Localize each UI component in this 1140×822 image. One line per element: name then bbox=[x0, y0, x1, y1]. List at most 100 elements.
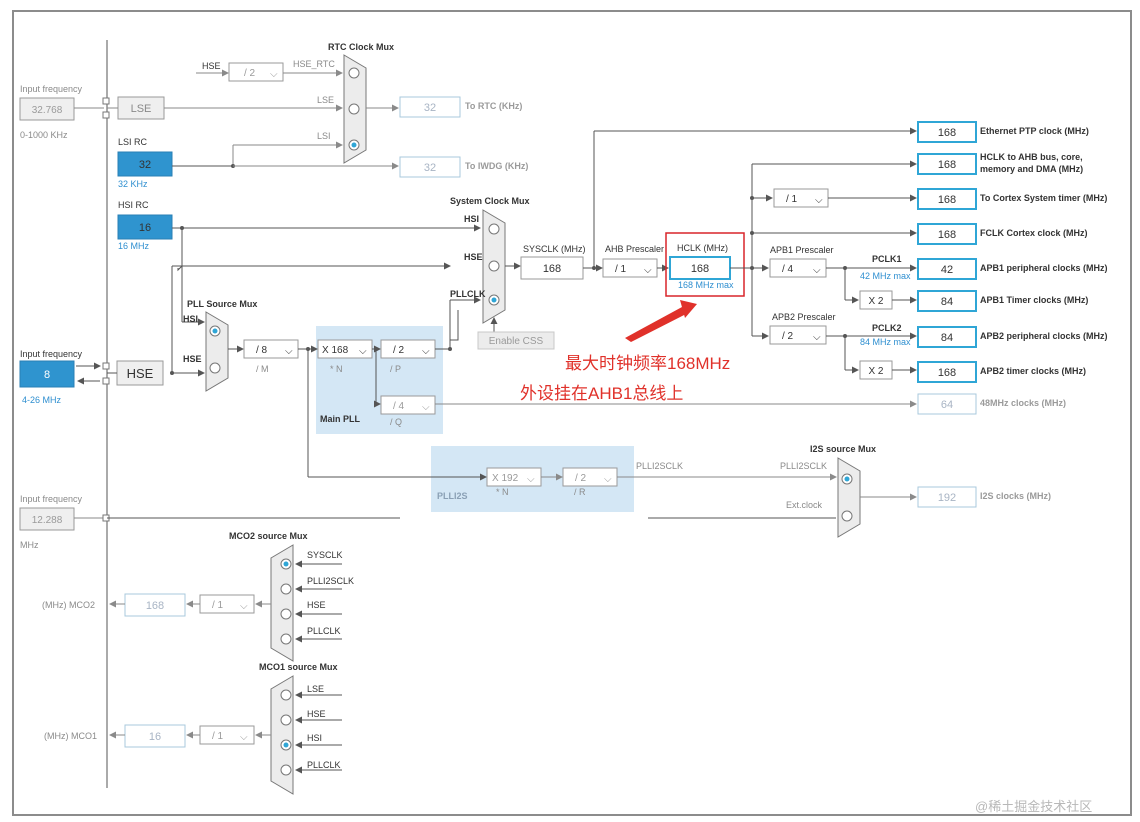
chevron-down-icon: ⌵ bbox=[422, 402, 430, 413]
pll-source-mux[interactable] bbox=[205, 311, 229, 392]
apb2-prescaler-label: APB2 Prescaler bbox=[772, 312, 836, 322]
mco1-pllclk-radio[interactable] bbox=[280, 764, 292, 776]
pll-n-value: X 168 bbox=[322, 345, 349, 356]
pclk2-label: PCLK2 bbox=[872, 323, 902, 333]
i2s-input-box[interactable] bbox=[19, 507, 75, 531]
i2s-mux-plli2sclk-label: PLLI2SCLK bbox=[780, 461, 827, 471]
output-label: APB1 peripheral clocks (MHz) bbox=[980, 263, 1108, 273]
chevron-down-icon: ⌵ bbox=[270, 69, 278, 80]
system-mux-hse-label: HSE bbox=[464, 252, 483, 262]
chevron-down-icon: ⌵ bbox=[422, 346, 430, 357]
apb1-peripheral-clock-box[interactable] bbox=[917, 258, 977, 280]
output-label: HCLK to AHB bus, core, bbox=[980, 152, 1083, 162]
lse-input-box[interactable] bbox=[19, 97, 75, 121]
mco2-divider-value: / 1 bbox=[212, 600, 224, 611]
system-mux-hse-radio[interactable] bbox=[488, 260, 500, 272]
chevron-down-icon: ⌵ bbox=[240, 601, 248, 612]
i2s-mux-ext-radio[interactable] bbox=[841, 510, 853, 522]
ahb-prescaler-label: AHB Prescaler bbox=[605, 244, 664, 254]
mco2-hse-radio[interactable] bbox=[280, 608, 292, 620]
apb1-timer-clock-box[interactable] bbox=[917, 290, 977, 312]
hclk-max: 168 MHz max bbox=[678, 280, 734, 290]
plli2s-r-value: / 2 bbox=[575, 473, 587, 484]
sysclk-label: SYSCLK (MHz) bbox=[523, 244, 586, 254]
rtc-output-box[interactable] bbox=[399, 96, 461, 118]
mco1-lse-radio[interactable] bbox=[280, 689, 292, 701]
watermark: @稀土掘金技术社区 bbox=[975, 799, 1092, 814]
rtc-output-label: To RTC (KHz) bbox=[465, 101, 522, 111]
pll-source-mux-title: PLL Source Mux bbox=[187, 299, 257, 309]
apb2-timer-clock-box[interactable] bbox=[917, 361, 977, 383]
lsi-rc-box[interactable] bbox=[117, 151, 173, 177]
i2s-mux-ext-label: Ext.clock bbox=[786, 500, 823, 510]
output-value: 168 bbox=[938, 367, 956, 379]
hclk-highlight-box bbox=[665, 232, 745, 297]
cortex-timer-div-value: / 1 bbox=[786, 194, 798, 205]
hsi-rc-title: HSI RC bbox=[118, 200, 149, 210]
mco2-input-sysclk: SYSCLK bbox=[307, 550, 343, 560]
mco1-output-box[interactable] bbox=[124, 724, 186, 748]
iwdg-output-box[interactable] bbox=[399, 156, 461, 178]
output-value: 84 bbox=[941, 296, 953, 308]
i2s-input-label: Input frequency bbox=[20, 494, 83, 504]
enable-css-button[interactable] bbox=[477, 331, 555, 350]
ethernet-ptp-clock-box[interactable] bbox=[917, 121, 977, 143]
iwdg-output-label: To IWDG (KHz) bbox=[465, 161, 528, 171]
mco2-source-mux[interactable] bbox=[270, 544, 294, 662]
annotation-arrow-icon bbox=[625, 307, 690, 342]
iwdg-output-value: 32 bbox=[424, 162, 436, 174]
apb1-timer-mult-value: X 2 bbox=[868, 296, 883, 307]
mco1-hse-radio[interactable] bbox=[280, 714, 292, 726]
hse-connector-bottom bbox=[102, 377, 110, 385]
lse-input-value: 32.768 bbox=[32, 105, 63, 116]
rtc-mux-hse-radio[interactable] bbox=[348, 67, 360, 79]
system-mux-hsi-radio[interactable] bbox=[488, 223, 500, 235]
mco1-source-mux[interactable] bbox=[270, 675, 294, 795]
rtc-mux-lse-radio[interactable] bbox=[348, 103, 360, 115]
output-value: 168 bbox=[938, 229, 956, 241]
i2s-source-mux[interactable] bbox=[837, 457, 861, 538]
mco1-input-hsi: HSI bbox=[307, 733, 322, 743]
apb2-peripheral-clock-box[interactable] bbox=[917, 326, 977, 348]
ahb-prescaler-value: / 1 bbox=[615, 264, 627, 275]
ahb-hclk-box[interactable] bbox=[917, 153, 977, 175]
hse-input-range: 4-26 MHz bbox=[22, 395, 62, 405]
pll-q-divider-select[interactable] bbox=[380, 395, 436, 415]
clock-48mhz-box[interactable] bbox=[917, 393, 977, 415]
mco2-pllclk-radio[interactable] bbox=[280, 633, 292, 645]
i2s-clock-value: 192 bbox=[938, 492, 956, 504]
plli2sclk-label: PLLI2SCLK bbox=[636, 461, 683, 471]
mco1-mux-title: MCO1 source Mux bbox=[259, 662, 338, 672]
i2s-input-value: 12.288 bbox=[32, 515, 63, 526]
rtc-hse-div-select[interactable] bbox=[228, 62, 284, 82]
mco2-plli2sclk-radio[interactable] bbox=[280, 583, 292, 595]
mco2-mux-title: MCO2 source Mux bbox=[229, 531, 308, 541]
apb2-prescaler-select[interactable] bbox=[769, 325, 827, 345]
plli2s-n-value: X 192 bbox=[492, 473, 519, 484]
output-label: APB2 timer clocks (MHz) bbox=[980, 366, 1086, 376]
chevron-down-icon: ⌵ bbox=[359, 346, 367, 357]
i2s-clock-box[interactable] bbox=[917, 486, 977, 508]
lse-oscillator-label: LSE bbox=[131, 103, 152, 115]
pclk2-max: 84 MHz max bbox=[860, 337, 911, 347]
output-value: 168 bbox=[938, 194, 956, 206]
output-value: 64 bbox=[941, 399, 953, 411]
hclk-value: 168 bbox=[691, 263, 709, 275]
system-mux-hsi-label: HSI bbox=[464, 214, 479, 224]
cortex-system-timer-box[interactable] bbox=[917, 188, 977, 210]
pll-m-label: / M bbox=[256, 364, 269, 374]
mco2-output-box[interactable] bbox=[124, 593, 186, 617]
rtc-mux-title: RTC Clock Mux bbox=[328, 42, 394, 52]
hse-input-value: 8 bbox=[44, 369, 50, 381]
pclk1-label: PCLK1 bbox=[872, 254, 902, 264]
pll-m-value: / 8 bbox=[256, 345, 268, 356]
hsi-rc-freq: 16 MHz bbox=[118, 241, 150, 251]
output-label: APB1 Timer clocks (MHz) bbox=[980, 295, 1088, 305]
pll-source-hse-radio[interactable] bbox=[209, 362, 221, 374]
output-value: 84 bbox=[941, 332, 953, 344]
fclk-cortex-box[interactable] bbox=[917, 223, 977, 245]
plli2s-r-label: / R bbox=[574, 487, 586, 497]
hse-input-box[interactable] bbox=[19, 360, 75, 388]
hsi-rc-box[interactable] bbox=[117, 214, 173, 240]
output-label: Ethernet PTP clock (MHz) bbox=[980, 126, 1089, 136]
